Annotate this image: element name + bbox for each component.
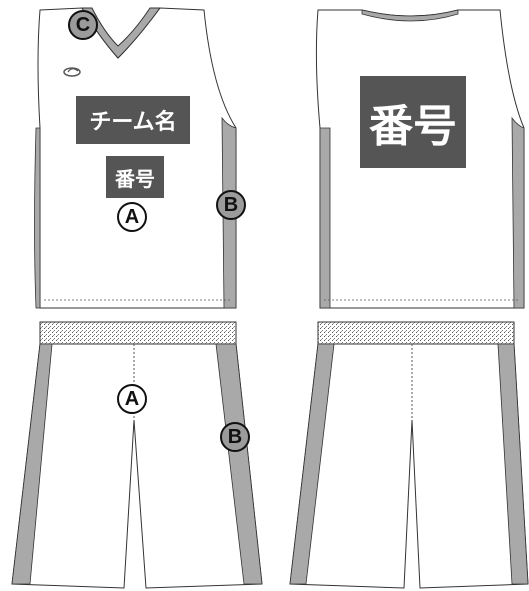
front-number-label: 番号 [115, 166, 155, 191]
back-number-panel: 番号 [360, 76, 466, 168]
brand-logo-icon [63, 67, 81, 77]
team-name-label: チーム名 [89, 110, 177, 135]
front-waistband [39, 321, 237, 345]
back-shorts-trim-left [289, 343, 335, 585]
front-shorts [11, 321, 263, 589]
shorts-mark-b: B [220, 422, 250, 452]
back-number-label: 番号 [369, 101, 457, 152]
shirt-mark-a: A [117, 202, 147, 232]
back-shorts [289, 321, 529, 589]
back-waistband [317, 321, 515, 345]
front-shorts-trim-left [11, 343, 53, 585]
collar-mark-c: C [68, 10, 98, 40]
back-shorts-trim-right [497, 343, 529, 585]
front-number-panel: 番号 [106, 156, 164, 198]
back-side-trim-right [511, 116, 525, 309]
front-side-trim-left [34, 127, 41, 309]
front-shorts-trim-right [215, 343, 263, 585]
back-side-trim-left [319, 127, 331, 309]
shirt-mark-b: B [216, 190, 246, 220]
back-collar-trim [361, 9, 459, 22]
shorts-mark-a: A [117, 384, 147, 414]
team-name-panel: チーム名 [76, 96, 190, 144]
